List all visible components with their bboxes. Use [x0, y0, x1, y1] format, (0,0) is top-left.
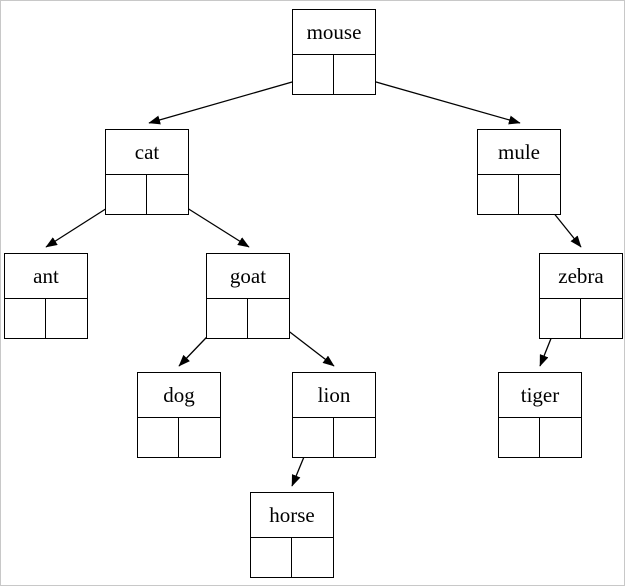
node-right-pointer-cell-cat[interactable]: [147, 175, 188, 214]
node-pointer-cells-tiger: [499, 418, 581, 457]
node-label-mouse: mouse: [293, 10, 375, 55]
node-label-lion: lion: [293, 373, 375, 418]
node-left-pointer-cell-tiger[interactable]: [499, 418, 540, 457]
tree-node-mule[interactable]: mule: [477, 129, 561, 215]
node-right-pointer-cell-ant[interactable]: [46, 299, 87, 338]
node-left-pointer-cell-horse[interactable]: [251, 538, 292, 577]
node-right-pointer-cell-tiger[interactable]: [540, 418, 581, 457]
node-pointer-cells-zebra: [540, 299, 622, 338]
tree-node-dog[interactable]: dog: [137, 372, 221, 458]
node-pointer-cells-horse: [251, 538, 333, 577]
node-pointer-cells-lion: [293, 418, 375, 457]
node-label-horse: horse: [251, 493, 333, 538]
node-pointer-cells-mule: [478, 175, 560, 214]
tree-node-cat[interactable]: cat: [105, 129, 189, 215]
node-label-zebra: zebra: [540, 254, 622, 299]
node-right-pointer-cell-mouse[interactable]: [334, 55, 375, 94]
tree-node-tiger[interactable]: tiger: [498, 372, 582, 458]
node-left-pointer-cell-mouse[interactable]: [293, 55, 334, 94]
node-left-pointer-cell-lion[interactable]: [293, 418, 334, 457]
tree-node-zebra[interactable]: zebra: [539, 253, 623, 339]
node-label-mule: mule: [478, 130, 560, 175]
node-left-pointer-cell-cat[interactable]: [106, 175, 147, 214]
node-left-pointer-cell-dog[interactable]: [138, 418, 179, 457]
node-right-pointer-cell-zebra[interactable]: [581, 299, 622, 338]
node-right-pointer-cell-dog[interactable]: [179, 418, 220, 457]
node-pointer-cells-ant: [5, 299, 87, 338]
node-right-pointer-cell-goat[interactable]: [248, 299, 289, 338]
node-right-pointer-cell-mule[interactable]: [519, 175, 560, 214]
node-pointer-cells-goat: [207, 299, 289, 338]
tree-node-horse[interactable]: horse: [250, 492, 334, 578]
tree-node-lion[interactable]: lion: [292, 372, 376, 458]
tree-node-goat[interactable]: goat: [206, 253, 290, 339]
node-label-dog: dog: [138, 373, 220, 418]
node-label-ant: ant: [5, 254, 87, 299]
tree-node-ant[interactable]: ant: [4, 253, 88, 339]
node-left-pointer-cell-ant[interactable]: [5, 299, 46, 338]
node-pointer-cells-dog: [138, 418, 220, 457]
node-label-tiger: tiger: [499, 373, 581, 418]
node-pointer-cells-mouse: [293, 55, 375, 94]
tree-node-mouse[interactable]: mouse: [292, 9, 376, 95]
tree-edge-mouse-right-to-mule: [354, 75, 521, 125]
node-left-pointer-cell-goat[interactable]: [207, 299, 248, 338]
node-right-pointer-cell-horse[interactable]: [292, 538, 333, 577]
tree-edge-mouse-left-to-cat: [148, 75, 314, 125]
node-right-pointer-cell-lion[interactable]: [334, 418, 375, 457]
node-label-cat: cat: [106, 130, 188, 175]
node-label-goat: goat: [207, 254, 289, 299]
node-left-pointer-cell-zebra[interactable]: [540, 299, 581, 338]
node-left-pointer-cell-mule[interactable]: [478, 175, 519, 214]
node-pointer-cells-cat: [106, 175, 188, 214]
